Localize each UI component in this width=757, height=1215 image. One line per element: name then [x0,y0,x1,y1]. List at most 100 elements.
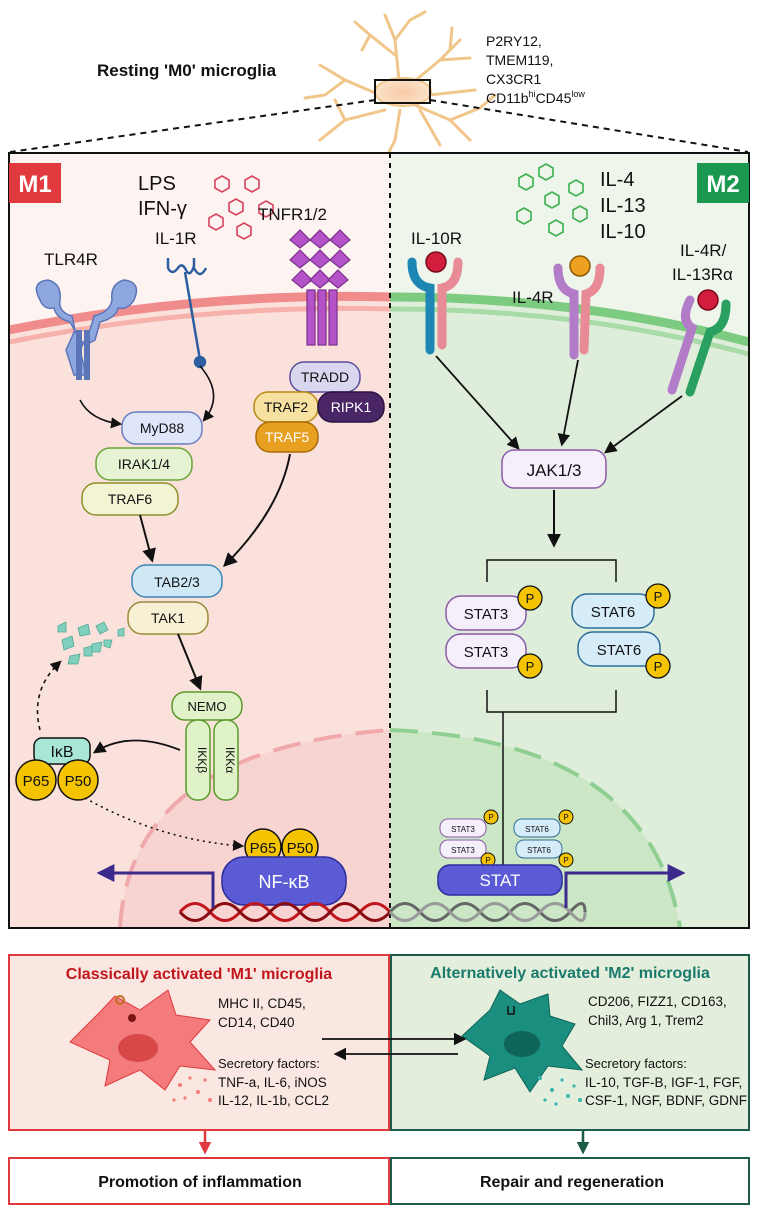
svg-text:TAB2/3: TAB2/3 [154,574,200,590]
svg-text:P: P [488,813,493,822]
svg-text:STAT3: STAT3 [451,825,475,834]
m1-secretory-heading: Secretory factors: [218,1056,320,1071]
m2-marker-line-1: CD206, FIZZ1, CD163, [588,994,727,1009]
ikb-label: IκB [50,744,73,761]
arrow-stat-transcription [564,864,686,908]
svg-text:STAT6: STAT6 [527,846,551,855]
m1-marker-line-1: MHC II, CD45, [218,996,306,1011]
svg-text:NEMO: NEMO [188,699,227,714]
marker-line-3: CX3CR1 [486,71,541,87]
arrow-il10r-jak [435,355,520,450]
svg-text:STAT3: STAT3 [451,846,475,855]
m2-cytokine-hexagons-icon [516,163,588,237]
m2-activated-title: Alternatively activated 'M2' microglia [430,965,710,982]
stat6-label-bottom: STAT6 [597,642,641,659]
marker-line-1: P2RY12, [486,33,542,49]
degraded-ikb-fragments-icon [57,621,125,665]
irak-node: IRAK1/4 [95,447,193,481]
m2-outcome-box [390,1157,750,1205]
stat3-phospho-top: P [526,591,535,606]
ligand-il4: IL-4 [600,169,634,191]
arrow-nfkb-translocation [84,797,245,851]
label-tnfr: TNFR1/2 [258,205,327,224]
il4r-il13ra-receptor-icon [667,289,731,397]
svg-text:IKKα: IKKα [223,747,237,773]
arrow-il4r-jak [557,359,579,447]
tnfr-receptor-icon [289,229,351,346]
m2-microglia-cell-icon [461,989,584,1106]
arrow-ikb-degradation [36,660,62,731]
traf5-node: TRAF5 [255,421,319,453]
arrow-il1r-myd88 [199,365,215,422]
ikka-node: IKKα [213,719,239,801]
signaling-panel [8,152,751,929]
m1-microglia-cell-icon [69,989,217,1102]
svg-text:JAK1/3: JAK1/3 [527,461,582,480]
svg-text:IRAK1/4: IRAK1/4 [118,456,170,472]
myd88-node: MyD88 [121,411,203,445]
ligand-lps: LPS [138,173,176,195]
stat3-phospho-bottom: P [526,659,535,674]
m1-badge: M1 [9,163,61,203]
svg-text:TRADD: TRADD [301,369,349,385]
svg-text:RIPK1: RIPK1 [331,399,372,415]
m1-activated-title: Classically activated 'M1' microglia [66,966,333,983]
label-il1r: IL-1R [155,229,197,248]
traf6-node: TRAF6 [81,482,179,516]
tlr4r-receptor-icon [35,279,138,380]
m2-badge: M2 [697,163,749,203]
svg-text:TRAF6: TRAF6 [108,491,153,507]
svg-text:M1: M1 [18,171,51,198]
svg-text:TRAF5: TRAF5 [265,429,310,445]
stat6-dimer: STAT6 STAT6 P P [571,583,671,679]
nucleus-stat-complex: STAT3 STAT3 P P STAT6 STAT6 P P STAT [437,809,574,896]
label-il4r: IL-4R [512,288,554,307]
svg-text:TRAF2: TRAF2 [264,399,309,415]
zoom-line-left [9,99,376,153]
arrow-tak1-nemo [177,633,203,691]
m1-outcome-box [8,1157,390,1205]
nfkb-label: NF-κB [259,872,310,892]
zoom-line-right [429,99,749,153]
svg-text:TAK1: TAK1 [151,610,185,626]
arrow-nfkb-transcription [96,864,215,908]
stat6-phospho-top: P [654,589,663,604]
ligand-ifn: IFN-γ [138,198,187,220]
il10r-receptor-icon [407,251,463,355]
stat3-label-top: STAT3 [464,606,508,623]
stat3-label-bottom: STAT3 [464,644,508,661]
m1-cytokine-hexagons-icon [208,175,274,240]
svg-text:P: P [485,856,490,865]
svg-text:P: P [563,856,568,865]
ligand-il13: IL-13 [600,195,646,217]
m1-secretory-line-2: IL-12, IL-1b, CCL2 [218,1093,329,1108]
stat-label: STAT [480,871,521,890]
ikkb-node: IKKβ [185,719,211,801]
label-il4r13-line1: IL-4R/ [680,241,727,260]
p50-label: P50 [65,773,92,790]
m1-marker-line-2: CD14, CD40 [218,1015,295,1030]
jak13-node: JAK1/3 [501,449,607,489]
m2-outcome-label: Repair and regeneration [480,1174,664,1191]
traf2-node: TRAF2 [253,391,319,423]
marker-line-4: CD11bhiCD45low [486,89,585,106]
arrow-traf5-tab [223,453,291,567]
svg-text:P: P [563,813,568,822]
stat-bracket-bottom [486,690,617,713]
svg-text:P50: P50 [287,840,314,857]
m2-secretory-line-1: IL-10, TGF-B, IGF-1, FGF, [585,1075,742,1090]
header-title: Resting 'M0' microglia [97,61,277,80]
resting-microglia-header: Resting 'M0' microglia P2RY12, TMEM119, … [9,10,749,162]
svg-text:STAT6: STAT6 [525,825,549,834]
m2-marker-line-2: Chil3, Arg 1, Trem2 [588,1013,704,1028]
m2-secretory-line-2: CSF-1, NGF, BDNF, GDNF [585,1093,747,1108]
marker-line-2: TMEM119, [486,52,553,68]
m1-secretory-line-1: TNF-a, IL-6, iNOS [218,1075,327,1090]
ripk1-node: RIPK1 [317,391,385,423]
label-il10r: IL-10R [411,229,462,248]
stat-bracket-top [486,559,617,582]
m2-secretory-heading: Secretory factors: [585,1056,687,1071]
ikb-p65-p50-complex: IκB P65 P50 [15,737,99,801]
stat3-dimer: STAT3 STAT3 P P [445,585,543,679]
